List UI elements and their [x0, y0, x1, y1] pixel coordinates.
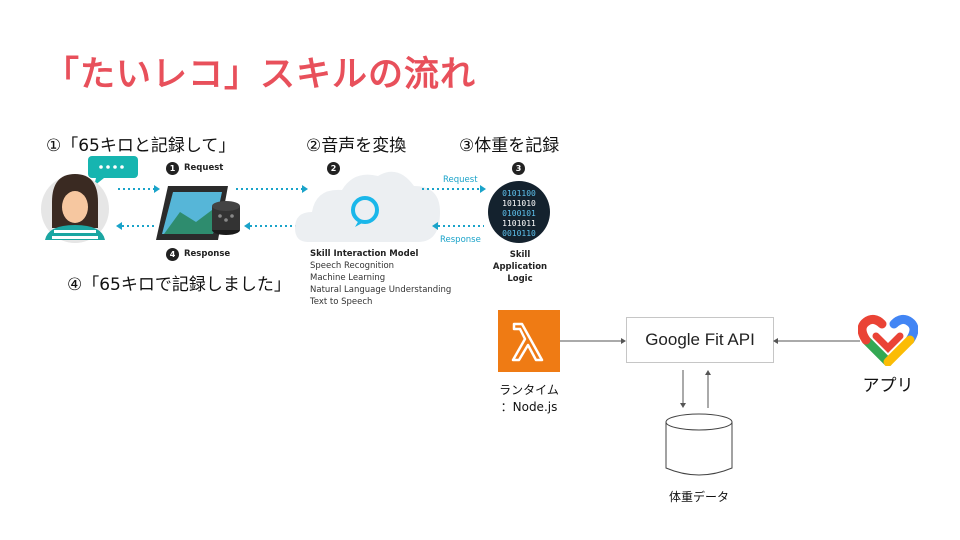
- step-badge-3: 3: [512, 162, 525, 175]
- architecture-arrows: [560, 338, 860, 408]
- step-1-caption: ①「65キロと記録して」: [46, 136, 236, 156]
- request-label-left: Request: [184, 163, 224, 173]
- app-label: アプリ: [862, 376, 914, 396]
- model-item: Machine Learning: [310, 273, 386, 283]
- svg-text:1101011: 1101011: [502, 219, 536, 228]
- model-item: Speech Recognition: [310, 261, 395, 271]
- runtime-label: ランタイム: [499, 383, 559, 397]
- svg-text:1011010: 1011010: [502, 199, 536, 208]
- skill-logic-label: Application: [492, 262, 548, 272]
- svg-text:0101100: 0101100: [502, 189, 536, 198]
- database-icon: [665, 413, 733, 476]
- response-label-right: Response: [440, 235, 481, 245]
- database-label: 体重データ: [668, 490, 729, 504]
- binary-code-icon: 0101100 1011010 0100101 1101011 0010110: [488, 181, 550, 243]
- step-badge-2: 2: [327, 162, 340, 175]
- request-label-right: Request: [443, 175, 478, 185]
- model-item: Text to Speech: [310, 297, 373, 307]
- step-badge-4: 4: [166, 248, 179, 261]
- user-avatar-icon: [41, 174, 109, 243]
- skill-logic-label: Logic: [507, 274, 533, 284]
- step-badge-1: 1: [166, 162, 179, 175]
- svg-text:0100101: 0100101: [502, 209, 536, 218]
- skill-logic-label: Skill: [509, 250, 531, 260]
- alexa-flow-diagram: 0101100 1011010 0100101 1101011 0010110: [41, 156, 550, 243]
- alexa-cloud-icon: [295, 171, 440, 242]
- step-3-caption: ③体重を記録: [459, 136, 560, 156]
- tablet-echo-icon: [156, 186, 240, 240]
- page-title: 「たいレコ」スキルの流れ: [44, 55, 477, 95]
- speech-bubble-icon: [88, 156, 138, 186]
- google-fit-api-box: Google Fit API: [626, 317, 774, 363]
- response-label-left: Response: [184, 249, 231, 259]
- model-item: Natural Language Understanding: [310, 285, 452, 295]
- svg-text:0010110: 0010110: [502, 229, 536, 238]
- step-4-caption: ④「65キロで記録しました」: [67, 275, 291, 295]
- aws-lambda-icon: [498, 310, 560, 372]
- step-2-caption: ②音声を変換: [306, 136, 407, 156]
- google-fit-icon: [858, 314, 918, 366]
- runtime-value: ：Node.js: [500, 400, 558, 414]
- model-title: Skill Interaction Model: [310, 249, 419, 259]
